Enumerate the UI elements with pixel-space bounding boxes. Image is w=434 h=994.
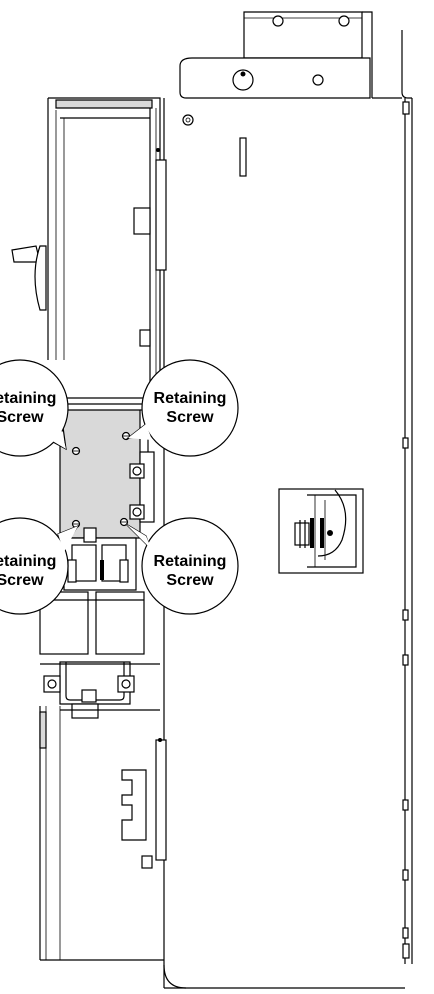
callout-retaining-screw-upper-right: Retaining Screw	[126, 359, 239, 457]
upper-drive-module	[11, 97, 167, 400]
callout-label-line1: Retaining	[154, 553, 227, 570]
callout-retaining-screw-lower-left: Retaining Screw	[0, 517, 80, 615]
retaining-screw-top-left	[71, 446, 81, 456]
lower-base-module	[39, 706, 167, 961]
callout-label-line1: Retaining	[0, 553, 56, 570]
callout-label-line2: Screw	[0, 572, 44, 589]
top-mounting-tab	[243, 11, 363, 59]
lower-cable-blocks	[39, 591, 145, 655]
callout-retaining-screw-upper-left: Retaining Screw	[0, 359, 69, 457]
retaining-screw-bottom-right	[119, 517, 129, 527]
side-bolt-lower	[129, 504, 145, 520]
callout-label-line2: Screw	[0, 409, 44, 426]
callout-label-line1: Retaining	[0, 390, 56, 407]
side-bolt-upper	[129, 463, 145, 479]
wiring-connector-box	[278, 488, 364, 574]
upper-chassis-plate	[179, 57, 371, 99]
retaining-screw-top-right	[121, 431, 131, 441]
callout-label-line2: Screw	[166, 409, 214, 426]
callout-label-line1: Retaining	[154, 390, 227, 407]
lower-u-bracket	[40, 661, 160, 719]
callout-retaining-screw-lower-right: Retaining Screw	[125, 517, 239, 615]
right-side-panel	[362, 11, 413, 964]
terminal-clamp	[63, 527, 137, 591]
callout-label-line2: Screw	[166, 572, 214, 589]
